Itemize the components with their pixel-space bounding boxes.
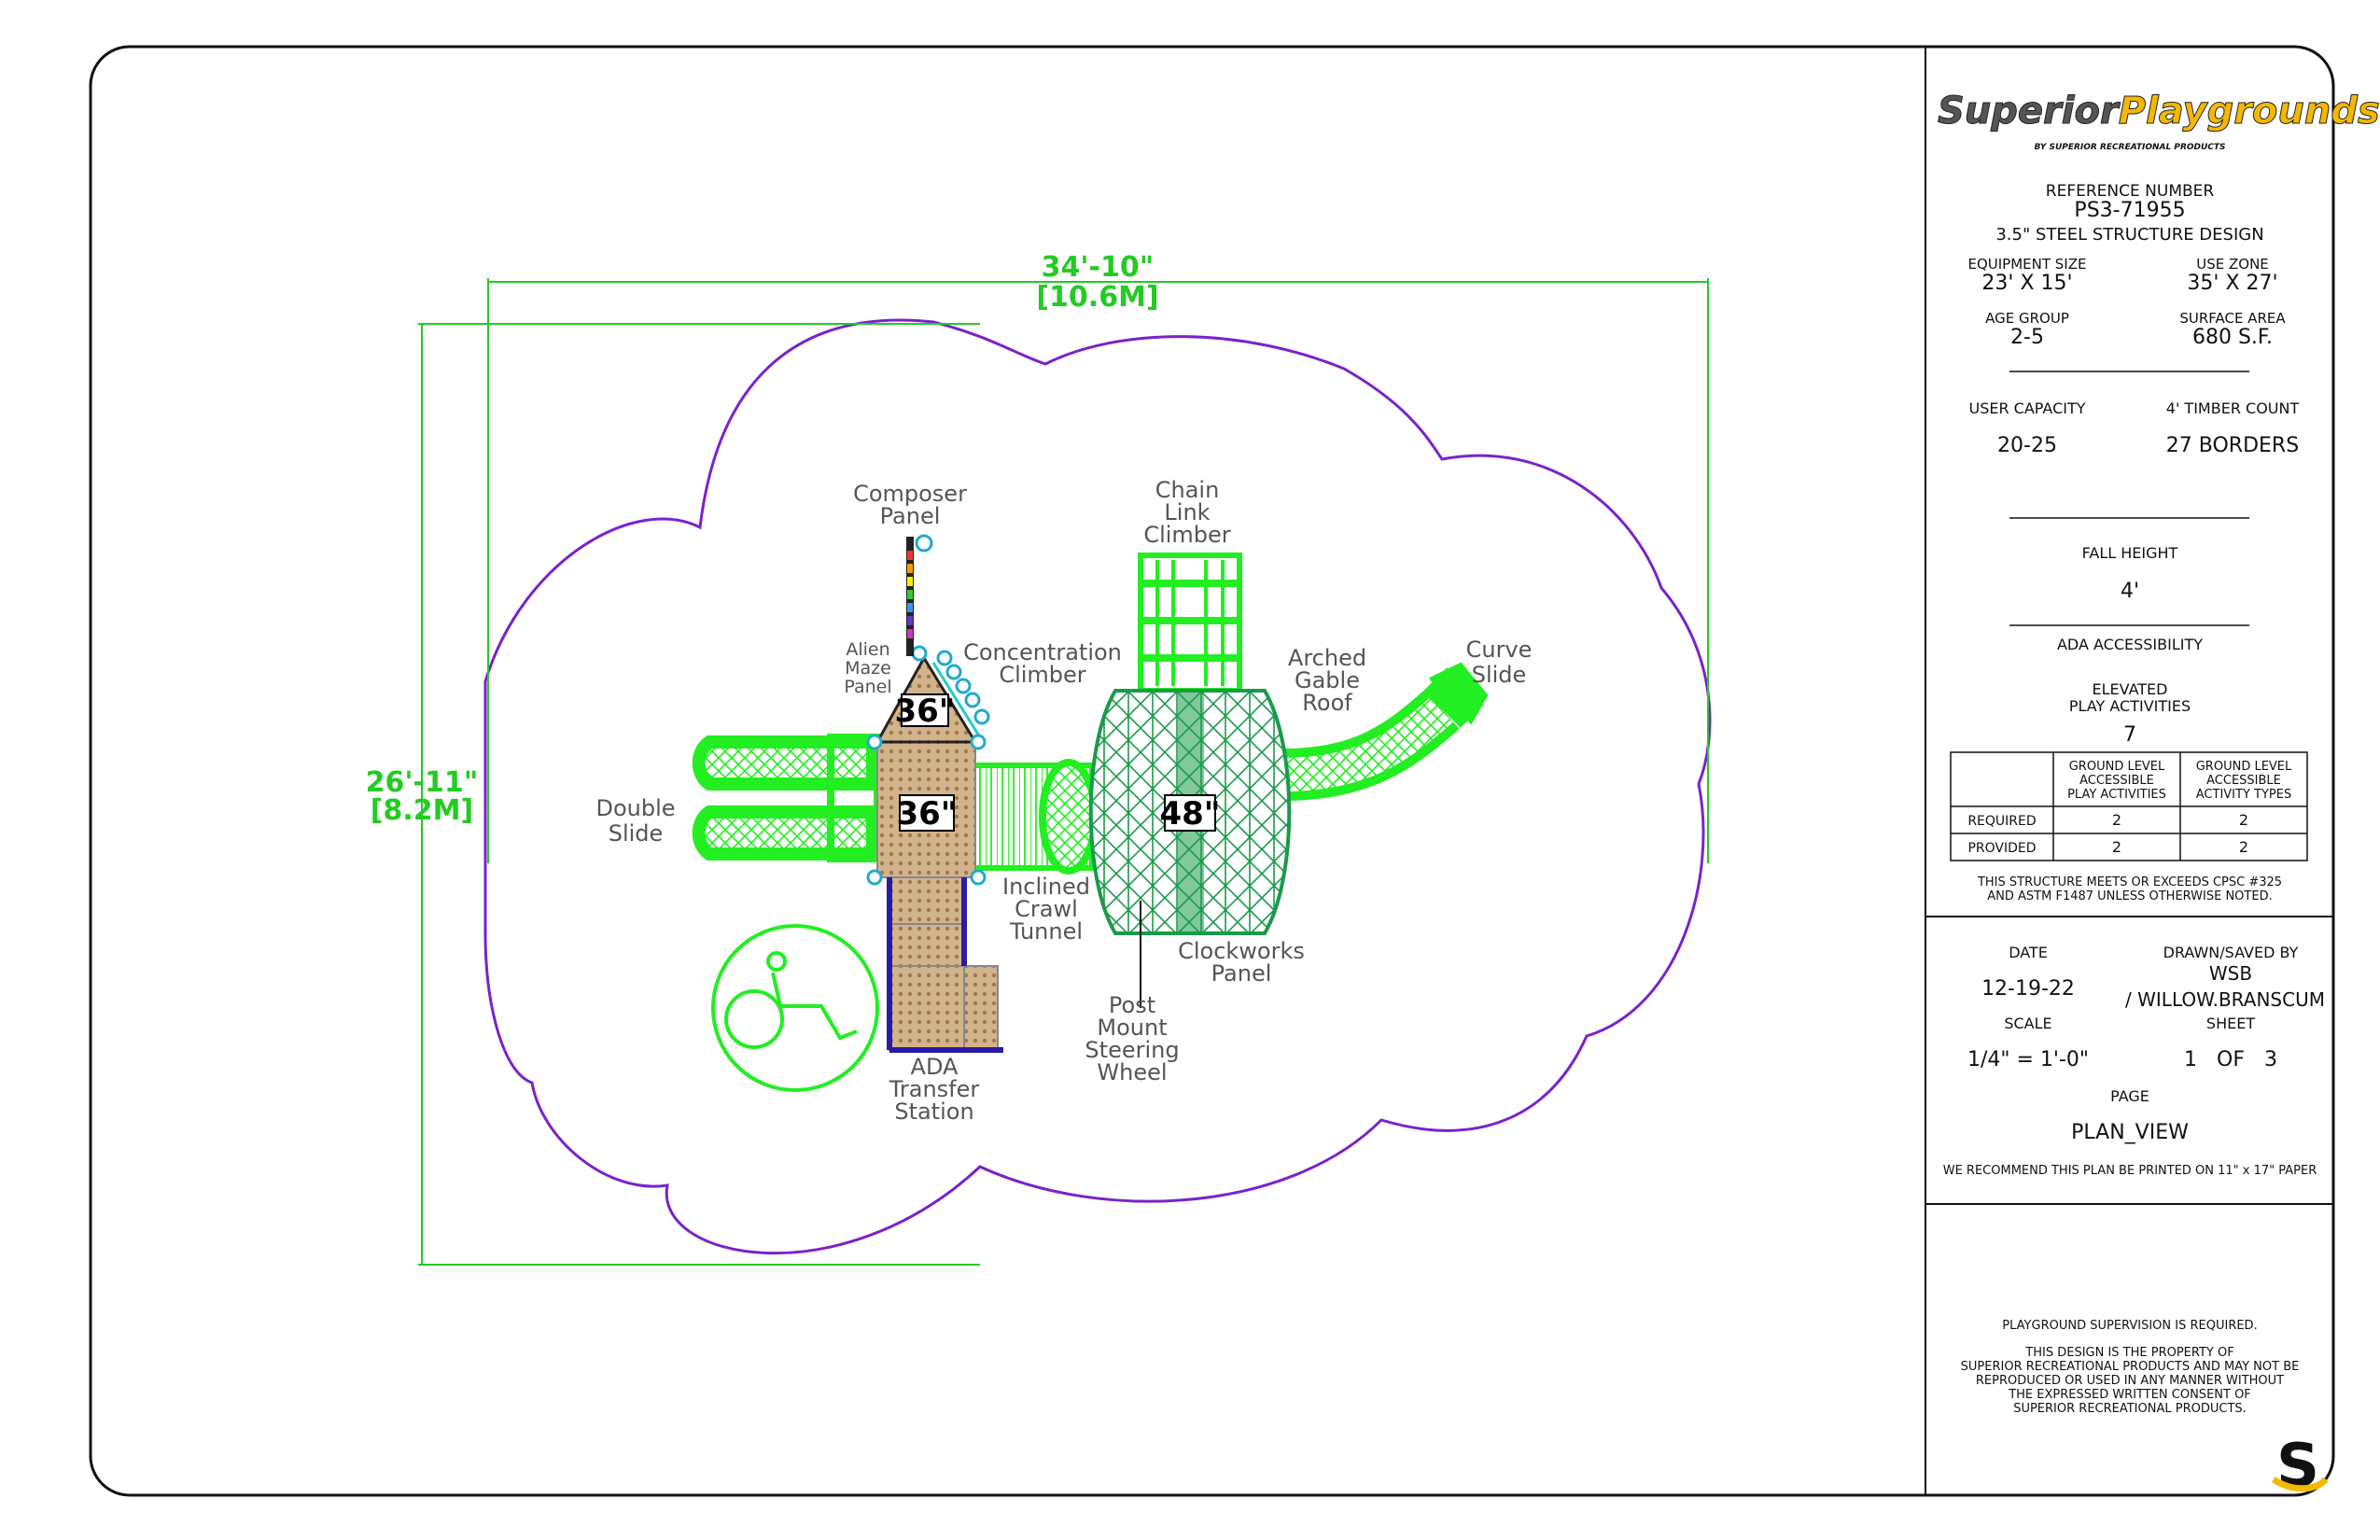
title-block: SuperiorPlaygrounds BY SUPERIOR RECREATI… — [1925, 90, 2380, 1501]
wheelchair-accessibility-icon — [711, 924, 879, 1092]
print-note: WE RECOMMEND THIS PLAN BE PRINTED ON 11"… — [1943, 1164, 2317, 1178]
drawn-value: / WILLOW.BRANSCUM — [2125, 988, 2325, 1011]
structure-design: 3.5" STEEL STRUCTURE DESIGN — [1995, 225, 2263, 245]
property-note: THIS DESIGN IS THE PROPERTY OF — [2024, 1346, 2233, 1360]
superior-s-mark: S — [2272, 1432, 2329, 1501]
composer-panel — [906, 534, 933, 656]
use-zone-value: 35' X 27' — [2187, 272, 2277, 295]
elevated-label: PLAY ACTIVITIES — [2069, 697, 2191, 715]
property-note: THE EXPRESSED WRITTEN CONSENT OF — [2008, 1388, 2251, 1402]
reference-label: REFERENCE NUMBER — [2046, 182, 2215, 201]
post-caps — [866, 645, 987, 886]
ada-table-header: ACTIVITY TYPES — [2196, 788, 2291, 802]
ada-table-header: GROUND LEVEL — [2069, 760, 2165, 774]
scale-label: SCALE — [2004, 1015, 2051, 1032]
elevated-value: 7 — [2123, 723, 2136, 747]
timber-count-label: 4' TIMBER COUNT — [2166, 399, 2300, 417]
ada-table-row-label: PROVIDED — [1967, 841, 2036, 856]
ada-table-header: GROUND LEVEL — [2196, 760, 2292, 774]
width-dimension: 34'-10" [10.6M] — [487, 251, 1709, 863]
brand-tagline: BY SUPERIOR RECREATIONAL PRODUCTS — [2034, 143, 2225, 152]
drawn-value: WSB — [2209, 962, 2252, 985]
ada-table-header: ACCESSIBLE — [2206, 774, 2281, 788]
compliance-note: AND ASTM F1487 UNLESS OTHERWISE NOTED. — [1987, 889, 2272, 903]
width-dimension-ft: 34'-10" — [1042, 251, 1155, 284]
ada-table-header: ACCESSIBLE — [2079, 774, 2154, 788]
deck-height-label: 36" — [894, 693, 955, 730]
width-dimension-m: [10.6M] — [1036, 281, 1158, 314]
ada-transfer-station — [887, 876, 1003, 1053]
scale-value: 1/4" = 1'-0" — [1967, 1048, 2089, 1071]
user-capacity-label: USER CAPACITY — [1968, 399, 2085, 417]
drawn-label: DRAWN/SAVED BY — [2163, 944, 2299, 961]
timber-count-value: 27 BORDERS — [2166, 434, 2299, 457]
property-note: SUPERIOR RECREATIONAL PRODUCTS. — [2013, 1402, 2247, 1416]
page-value: PLAN_VIEW — [2071, 1121, 2189, 1144]
sheet-label: SHEET — [2206, 1015, 2255, 1032]
depth-dimension: 26'-11" [8.2M] — [366, 323, 980, 1266]
inclined-crawl-tunnel — [963, 759, 1099, 875]
supervision-note: PLAYGROUND SUPERVISION IS REQUIRED. — [2002, 1319, 2257, 1333]
concentration-climber — [936, 650, 990, 725]
deck-height-label: 36" — [896, 795, 957, 833]
use-zone-label: USE ZONE — [2196, 256, 2269, 273]
ada-table-cell: 2 — [2239, 838, 2248, 856]
fall-height-value: 4' — [2121, 580, 2139, 603]
date-value: 12-19-22 — [1981, 977, 2075, 1001]
fall-height-label: FALL HEIGHT — [2082, 544, 2178, 562]
brand-logo: SuperiorPlaygrounds — [1938, 90, 2380, 133]
user-capacity-value: 20-25 — [1997, 434, 2057, 457]
depth-dimension-ft: 26'-11" — [366, 766, 479, 799]
property-note: REPRODUCED OR USED IN ANY MANNER WITHOUT — [1976, 1374, 2284, 1388]
page-label: PAGE — [2110, 1087, 2149, 1105]
deck-height-labels: 36" 36" 48" — [894, 693, 1220, 833]
ada-accessibility-heading: ADA ACCESSIBILITY — [2057, 636, 2203, 653]
chain-link-climber — [1138, 553, 1242, 693]
age-group-value: 2-5 — [2010, 326, 2044, 349]
ada-table — [1950, 751, 2308, 861]
double-slide — [692, 734, 881, 862]
property-note: SUPERIOR RECREATIONAL PRODUCTS AND MAY N… — [1961, 1360, 2300, 1374]
elevated-label: ELEVATED — [2093, 680, 2168, 698]
ada-table-cell: 2 — [2239, 811, 2248, 829]
date-label: DATE — [2009, 944, 2048, 961]
equipment-size-label: EQUIPMENT SIZE — [1967, 256, 2086, 273]
equipment-size-value: 23' X 15' — [1981, 272, 2072, 295]
use-zone-outline — [483, 318, 1712, 1255]
ada-table-cell: 2 — [2112, 838, 2121, 856]
sheet-border — [89, 45, 2335, 1497]
ada-table-cell: 2 — [2112, 811, 2121, 829]
depth-dimension-m: [8.2M] — [371, 794, 473, 827]
reference-number: PS3-71955 — [2074, 199, 2185, 222]
curve-slide — [1282, 662, 1489, 801]
age-group-label: AGE GROUP — [1985, 310, 2069, 327]
surface-area-value: 680 S.F. — [2192, 326, 2273, 349]
surface-area-label: SURFACE AREA — [2179, 310, 2286, 327]
sheet-value: 1 OF 3 — [2184, 1048, 2277, 1071]
ada-table-header: PLAY ACTIVITIES — [2067, 788, 2166, 802]
deck-height-label: 48" — [1159, 795, 1220, 833]
compliance-note: THIS STRUCTURE MEETS OR EXCEEDS CPSC #32… — [1977, 875, 2282, 889]
ada-table-row-label: REQUIRED — [1967, 814, 2036, 829]
